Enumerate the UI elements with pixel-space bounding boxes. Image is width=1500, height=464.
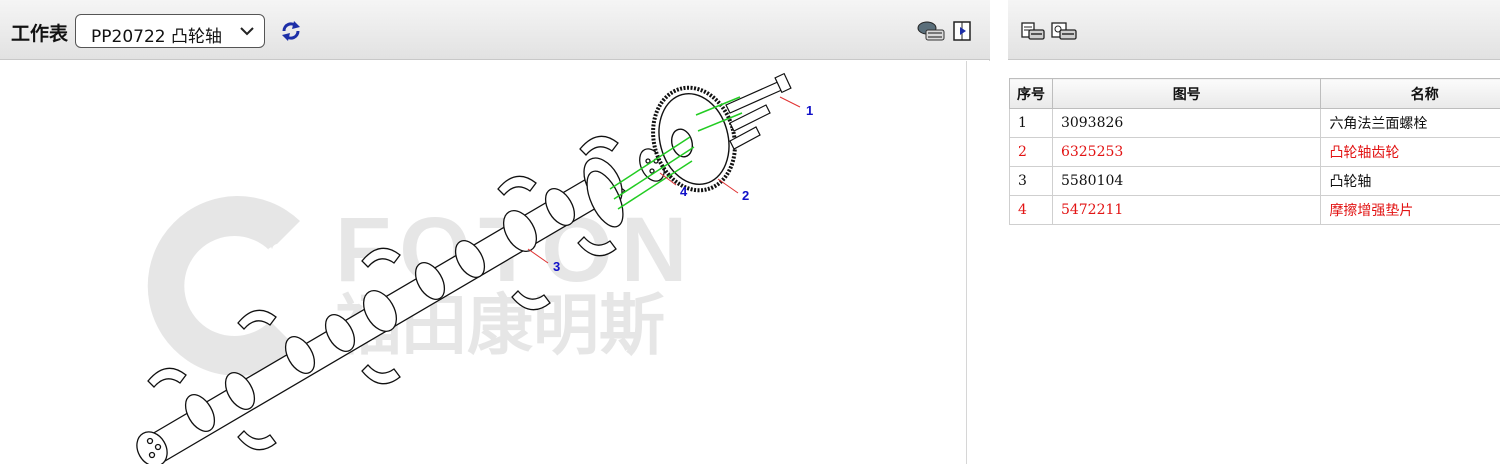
callout-2[interactable]: 2 [742, 188, 749, 203]
cell-seq: 1 [1009, 108, 1053, 138]
table-header-row: 序号 图号 名称 [1009, 78, 1500, 109]
callout-numbers: 1 2 3 4 [553, 103, 813, 274]
worksheet-label: 工作表 [11, 23, 69, 45]
camshaft-diagram-svg: Cummins FOTON 福田康明斯 [136, 72, 813, 464]
diagram-scrollbar[interactable] [966, 61, 990, 464]
cell-name: 凸轮轴 [1320, 166, 1500, 196]
bearing-shells-lower [237, 236, 617, 451]
flange-bolts [725, 72, 792, 150]
cell-name: 六角法兰面螺栓 [1320, 108, 1500, 138]
leader-lines [527, 96, 801, 264]
worksheet-selected-value: PP20722 凸轮轴 [91, 27, 222, 47]
cell-seq: 3 [1009, 166, 1053, 196]
parts-view-icon[interactable] [916, 20, 946, 42]
cell-name: 摩擦增强垫片 [1320, 195, 1500, 225]
cell-name: 凸轮轴齿轮 [1320, 137, 1500, 167]
exit-icon[interactable] [952, 20, 974, 42]
refresh-icon[interactable] [280, 19, 302, 43]
cell-seq: 4 [1009, 195, 1053, 225]
exploded-parts-diagram: Cummins FOTON 福田康明斯 [0, 61, 966, 464]
column-header-part-number[interactable]: 图号 [1051, 78, 1322, 109]
column-header-name[interactable]: 名称 [1320, 78, 1500, 109]
callout-4[interactable]: 4 [680, 184, 688, 199]
column-header-seq[interactable]: 序号 [1009, 78, 1053, 109]
parts-list-panel: 序号 图号 名称 1 3093826 六角法兰面螺栓 2 6325253 凸轮轴… [1008, 0, 1500, 464]
table-row[interactable]: 4 5472211 摩擦增强垫片 [1009, 195, 1500, 225]
table-row[interactable]: 1 3093826 六角法兰面螺栓 [1009, 108, 1500, 138]
print-diagram-icon[interactable] [1050, 21, 1078, 41]
diagram-panel: 工作表 PP20722 凸轮轴 [0, 0, 990, 464]
cell-seq: 2 [1009, 137, 1053, 167]
cell-part-number: 3093826 [1051, 108, 1322, 138]
table-row[interactable]: 3 5580104 凸轮轴 [1009, 166, 1500, 196]
cell-part-number: 6325253 [1051, 137, 1322, 167]
cell-part-number: 5580104 [1051, 166, 1322, 196]
worksheet-select[interactable]: PP20722 凸轮轴 [75, 14, 265, 48]
table-row[interactable]: 2 6325253 凸轮轴齿轮 [1009, 137, 1500, 167]
parts-table: 序号 图号 名称 1 3093826 六角法兰面螺栓 2 6325253 凸轮轴… [1009, 78, 1500, 225]
bearing-shells-upper [147, 135, 619, 388]
callout-3[interactable]: 3 [553, 259, 560, 274]
assembly-lines [609, 96, 743, 210]
cell-part-number: 5472211 [1051, 195, 1322, 225]
print-list-icon[interactable] [1020, 21, 1046, 41]
parts-list-toolbar [1008, 0, 1500, 60]
camshaft-flange [586, 170, 624, 228]
chevron-down-icon [240, 27, 254, 36]
diagram-toolbar: 工作表 PP20722 凸轮轴 [0, 0, 990, 60]
callout-1[interactable]: 1 [806, 103, 813, 118]
